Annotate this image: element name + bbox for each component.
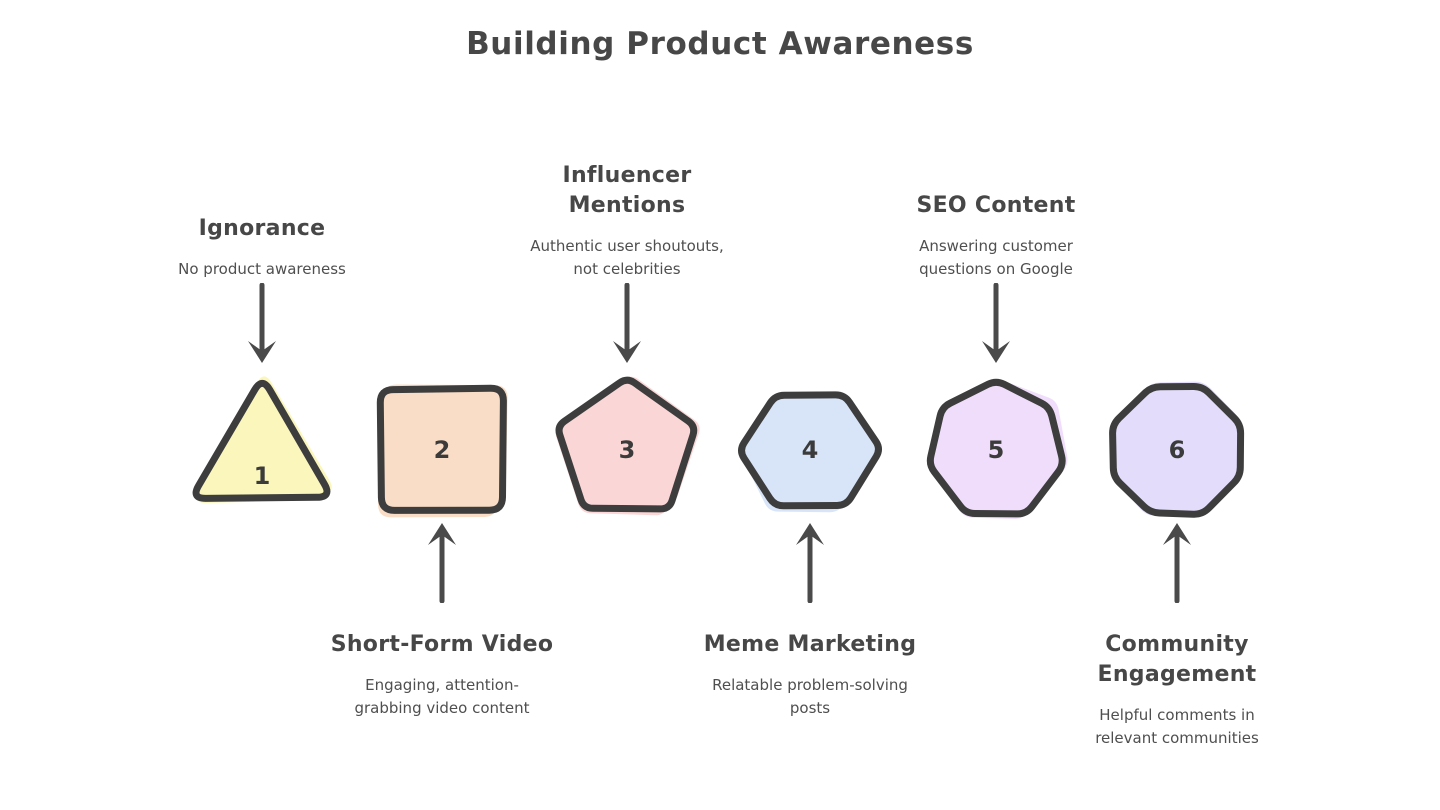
shape-fill-smear xyxy=(1111,381,1242,518)
step-1[interactable]: Ignorance No product awareness 1 xyxy=(147,0,377,810)
shape-fill-smear xyxy=(196,376,332,504)
shape-pentagon[interactable]: 3 xyxy=(542,368,712,532)
step-title: Influencer Mentions xyxy=(562,163,692,218)
step-description: Engaging, attention-grabbing video conte… xyxy=(354,676,530,717)
shape-triangle[interactable]: 1 xyxy=(177,368,347,532)
arrow-up-icon xyxy=(790,517,830,604)
step-description: No product awareness xyxy=(178,259,346,278)
arrow-up-icon xyxy=(1157,517,1197,604)
step-title: Ignorance xyxy=(198,215,326,241)
arrow-down-icon xyxy=(976,282,1016,369)
shape-square[interactable]: 2 xyxy=(357,368,527,532)
arrow-up-icon xyxy=(422,517,462,604)
step-title: Short-Form Video xyxy=(330,632,554,657)
arrow-down-icon xyxy=(607,282,647,369)
step-title: Meme Marketing xyxy=(703,632,917,657)
page-title: Building Product Awareness xyxy=(466,26,974,62)
shape-fill-smear xyxy=(741,393,881,513)
shape-octagon[interactable]: 6 xyxy=(1092,368,1262,532)
shape-fill-smear xyxy=(929,381,1068,520)
shape-heptagon[interactable]: 5 xyxy=(911,368,1081,532)
arrow-down-icon xyxy=(242,282,282,369)
step-title: SEO Content xyxy=(916,193,1076,218)
shape-fill-smear xyxy=(555,376,700,516)
step-description: Answering customer questions on Google xyxy=(919,237,1073,278)
shape-hexagon[interactable]: 4 xyxy=(725,368,895,532)
step-description: Authentic user shoutouts, not celebritie… xyxy=(530,237,724,278)
step-title: Community Engagement xyxy=(1097,632,1257,687)
step-description: Relatable problem-solving posts xyxy=(712,676,908,717)
step-description: Helpful comments in relevant communities xyxy=(1095,706,1259,747)
shape-fill-smear xyxy=(378,384,508,518)
step-label-block: Ignorance No product awareness xyxy=(147,214,377,281)
